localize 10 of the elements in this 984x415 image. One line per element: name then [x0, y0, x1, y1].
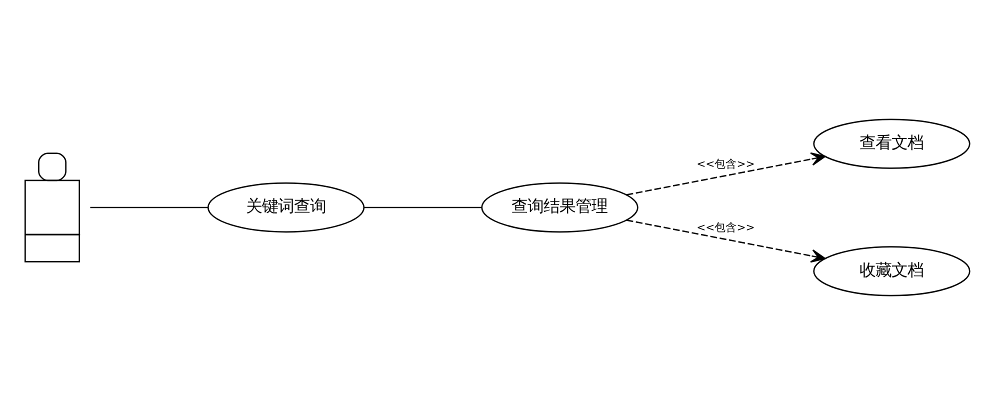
- node-ellipse: 查看文档: [813, 118, 970, 169]
- connector: [90, 206, 208, 208]
- arrow: [626, 152, 826, 196]
- node-ellipse: 查询结果管理: [481, 182, 638, 233]
- arrow: [626, 220, 826, 263]
- connector: [364, 206, 482, 208]
- edge-label: <<包含>>: [696, 221, 755, 234]
- node-ellipse: 关键词查询: [207, 182, 365, 233]
- node-ellipse: 收藏文档: [813, 246, 970, 296]
- edge-label: <<包含>>: [696, 157, 755, 170]
